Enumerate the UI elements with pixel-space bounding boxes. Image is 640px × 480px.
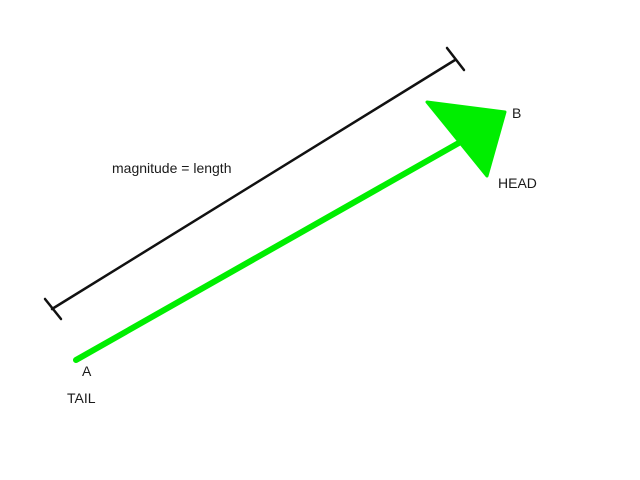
head-label: HEAD (498, 175, 537, 191)
magnitude-measure (43, 46, 466, 321)
vector-arrow (73, 100, 507, 363)
magnitude-label: magnitude = length (112, 160, 232, 176)
vector-shaft (73, 137, 467, 363)
point-a-label: A (82, 363, 92, 379)
magnitude-tick-end (445, 46, 466, 72)
vector-arrowhead (425, 100, 507, 178)
point-b-label: B (512, 105, 522, 121)
tail-label: TAIL (67, 390, 96, 406)
magnitude-tick-start (43, 297, 63, 321)
magnitude-line (50, 58, 457, 311)
